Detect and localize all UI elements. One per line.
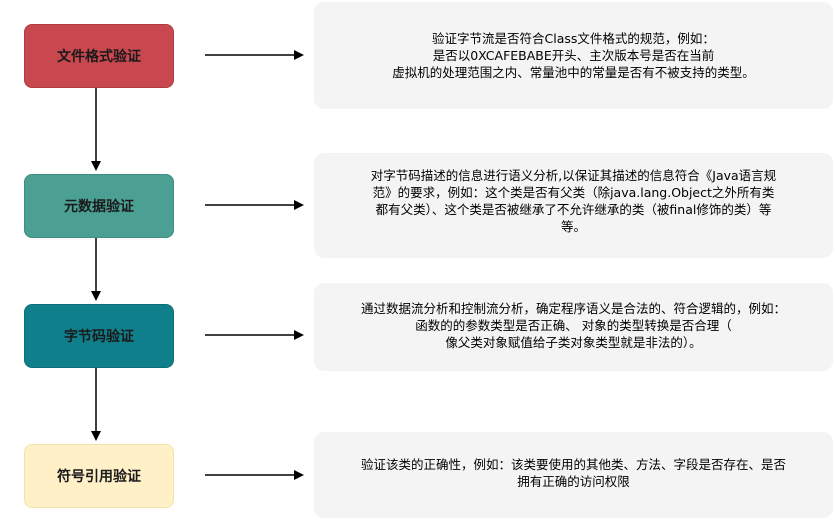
description-text: 通过数据流分析和控制流分析，确定程序语义是合法的、符合逻辑的，例如： 函数的的参… xyxy=(360,301,786,350)
description-text: 验证该类的正确性，例如：该类要使用的其他类、方法、字段是否存在、是否 拥有正确的… xyxy=(360,457,786,489)
stage-label: 符号引用验证 xyxy=(57,469,141,485)
stage-label: 文件格式验证 xyxy=(57,49,141,65)
description-text: 对字节码描述的信息进行语义分析,以保证其描述的信息符合《Java语言规 范》的要… xyxy=(370,168,777,234)
stage-symbolic-reference-verification: 符号引用验证 xyxy=(24,444,174,508)
description-text: 验证字节流是否符合Class文件格式的规范，例如： 是否以0XCAFEBABE开… xyxy=(392,31,755,80)
stage-file-format-verification: 文件格式验证 xyxy=(24,24,174,88)
description-bytecode: 通过数据流分析和控制流分析，确定程序语义是合法的、符合逻辑的，例如： 函数的的参… xyxy=(314,283,833,371)
stage-label: 元数据验证 xyxy=(64,199,134,215)
description-file-format: 验证字节流是否符合Class文件格式的规范，例如： 是否以0XCAFEBABE开… xyxy=(314,2,833,109)
stage-label: 字节码验证 xyxy=(64,329,134,345)
description-metadata: 对字节码描述的信息进行语义分析,以保证其描述的信息符合《Java语言规 范》的要… xyxy=(314,153,833,258)
stage-bytecode-verification: 字节码验证 xyxy=(24,304,174,368)
stage-metadata-verification: 元数据验证 xyxy=(24,174,174,238)
description-symbolic-reference: 验证该类的正确性，例如：该类要使用的其他类、方法、字段是否存在、是否 拥有正确的… xyxy=(314,432,833,518)
